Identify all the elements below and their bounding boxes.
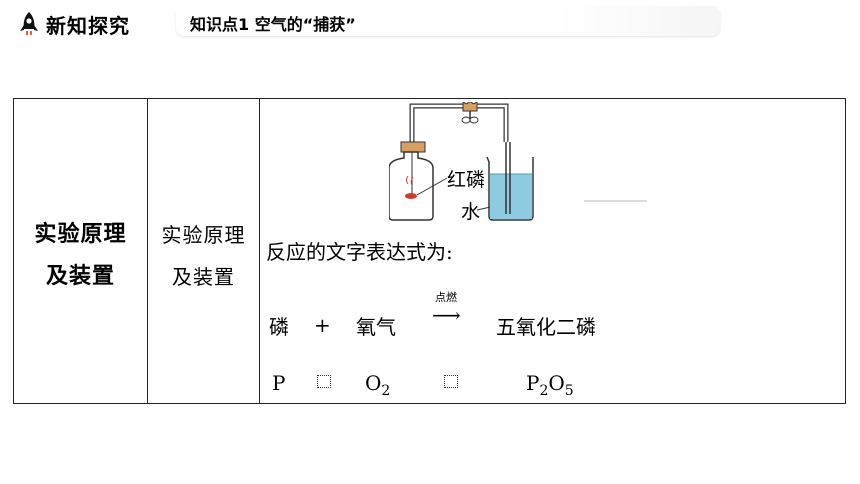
formula-o2: O2 bbox=[365, 371, 391, 399]
blank-plus-box[interactable] bbox=[317, 375, 331, 388]
column-divider bbox=[147, 99, 148, 403]
reaction-arrow: ⟶ bbox=[432, 303, 461, 327]
reactant-oxygen: 氧气 bbox=[356, 315, 396, 339]
experiment-table: 实验原理 及装置 实验原理 及装置 bbox=[13, 98, 846, 404]
cell-principle-line2: 及装置 bbox=[172, 265, 235, 289]
row-header-line1: 实验原理 bbox=[34, 222, 127, 247]
formula-p: P bbox=[272, 371, 286, 395]
reaction-condition: 点燃 bbox=[435, 291, 457, 304]
plus-sign: + bbox=[314, 313, 331, 337]
row-header-line2: 及装置 bbox=[45, 264, 115, 289]
topic-banner: 知识点1 空气的“捕获” bbox=[176, 6, 720, 36]
blank-arrow-box[interactable] bbox=[444, 375, 458, 388]
label-red-phosphorus: 红磷 bbox=[447, 169, 485, 191]
section-title: 新知探究 bbox=[46, 14, 130, 38]
cell-principle-line1: 实验原理 bbox=[161, 223, 246, 247]
rocket-icon bbox=[20, 12, 38, 35]
label-water: 水 bbox=[461, 201, 480, 223]
topic-label: 知识点1 空气的“捕获” bbox=[190, 15, 356, 34]
apparatus-diagram: 红磷 水 bbox=[389, 102, 647, 223]
product-p2o5-name: 五氧化二磷 bbox=[496, 315, 596, 339]
equation-intro: 反应的文字表达式为: bbox=[266, 240, 453, 264]
section-header: 新知探究 知识点1 空气的“捕获” bbox=[18, 6, 720, 38]
reactant-phosphorus: 磷 bbox=[269, 315, 289, 339]
clamp-icon bbox=[461, 102, 479, 124]
formula-p2o5: P2O5 bbox=[526, 371, 574, 399]
column-divider bbox=[259, 99, 260, 403]
